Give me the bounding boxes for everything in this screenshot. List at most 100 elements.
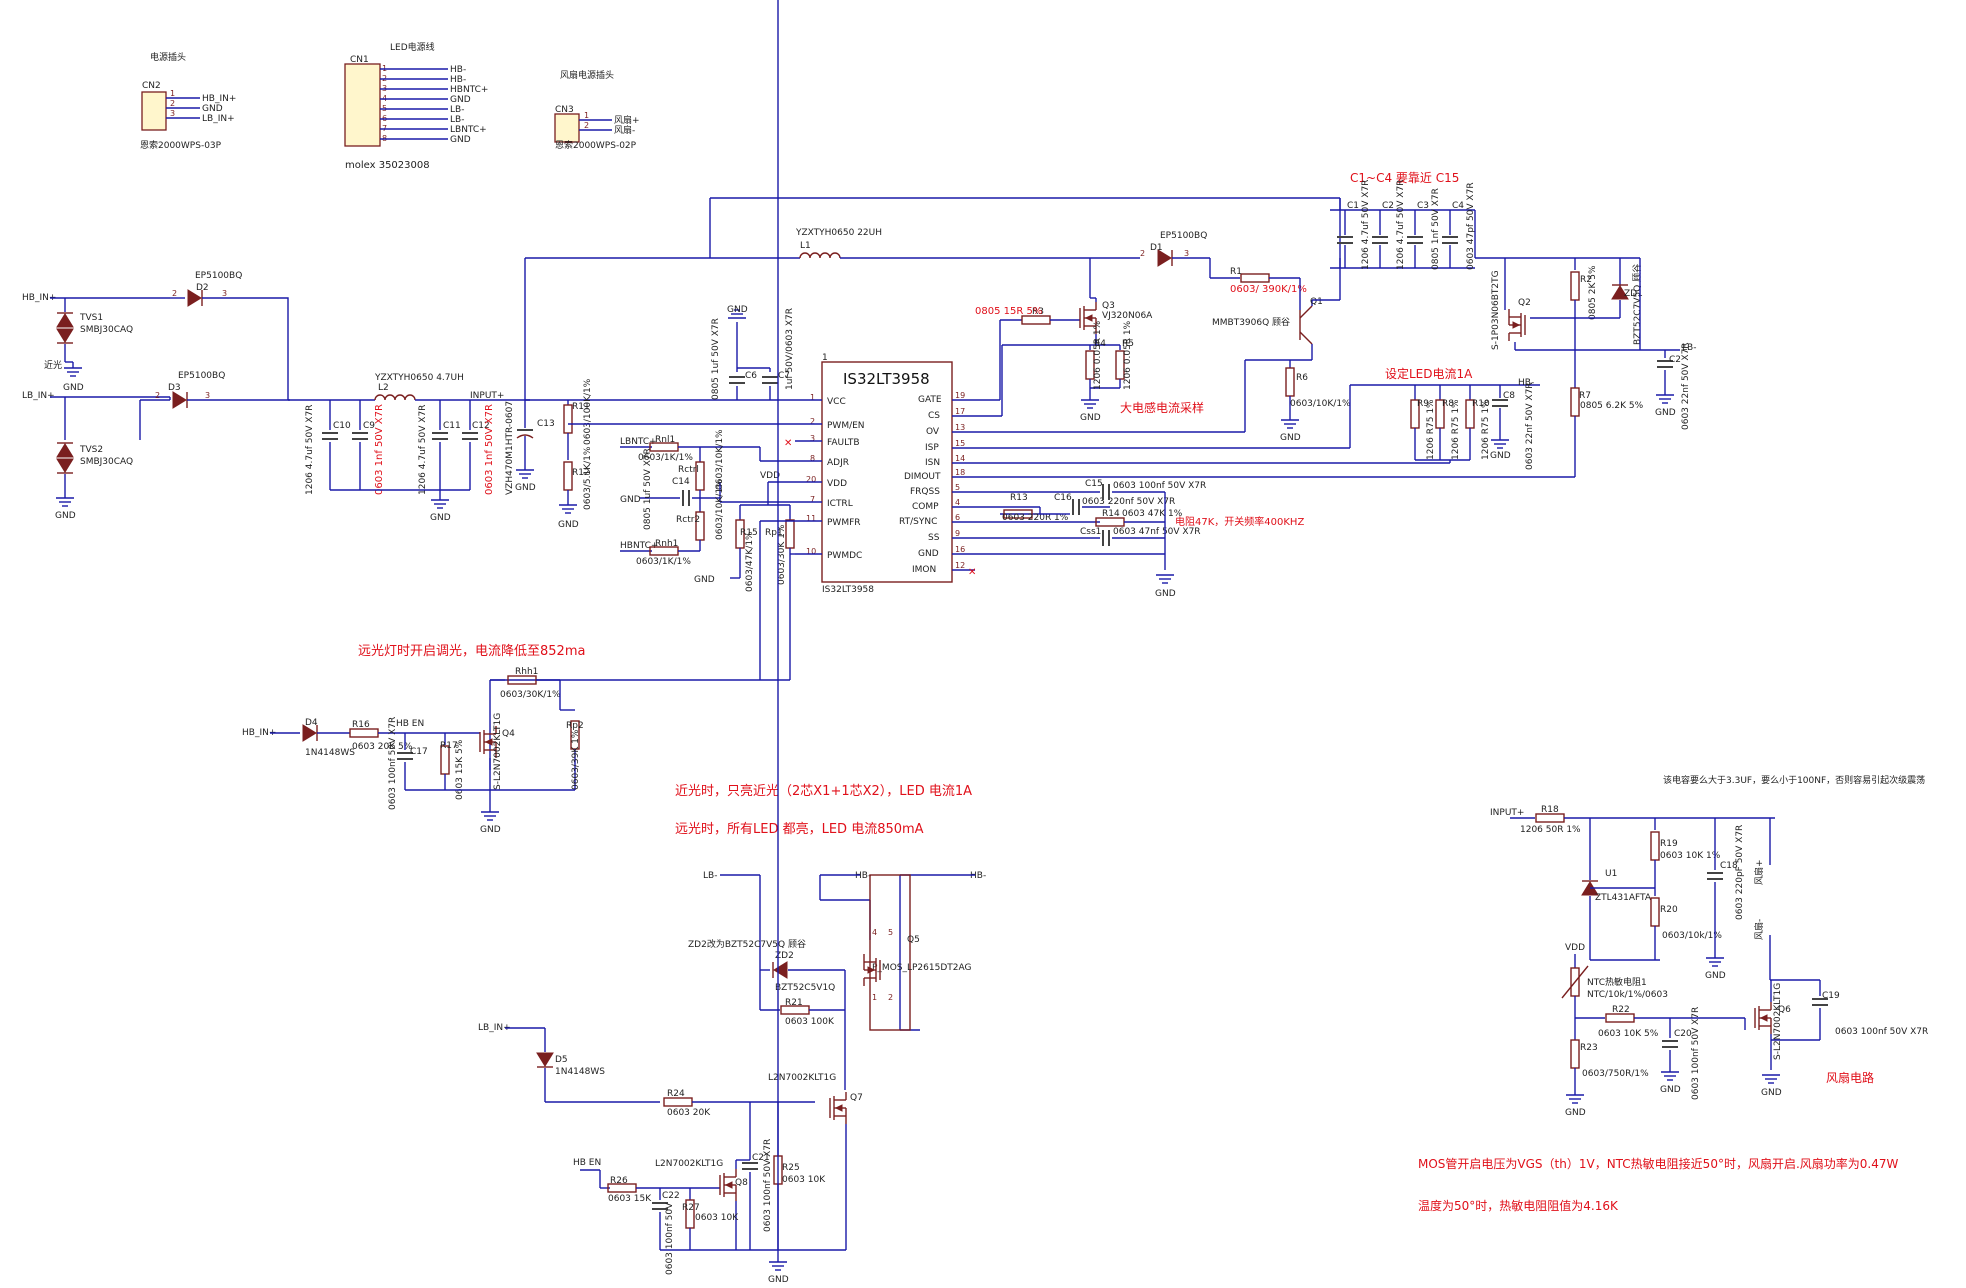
d3-value: EP5100BQ (178, 371, 225, 381)
rp1-ref: Rp1 (765, 528, 783, 538)
c2-ref: C2 (1669, 355, 1681, 365)
ic-pinnum-5: 5 (955, 483, 960, 492)
rnl1-ref: Rnl1 (655, 435, 675, 445)
ic-pinnum-16: 16 (955, 545, 965, 554)
svg-text:2: 2 (155, 391, 160, 400)
svg-text:3: 3 (205, 391, 210, 400)
d5-ref: D5 (555, 1055, 568, 1065)
r8-value: 1206 R75 1% (1451, 399, 1461, 460)
cn1-pin5: LB- (450, 105, 464, 115)
jinguang-label: 近光 (44, 359, 62, 371)
c18-value: 0603 220pF 50V X7R (1735, 825, 1745, 920)
ic-pin-pwmen: PWM/EN (827, 421, 865, 431)
r7-ref: R7 (1579, 391, 1591, 401)
hb-in-label: HB_IN+ (22, 293, 56, 303)
ic-pin-gnd: GND (918, 549, 939, 559)
c3-value: 0805 1nf 50V X7R (1431, 188, 1441, 270)
cn1-pin7: LBNTC+ (450, 125, 487, 135)
ic-title: IS32LT3958 (843, 370, 930, 388)
ic-pin-adjr: ADJR (827, 458, 849, 468)
css1-value: 0603 47nf 50V X7R (1113, 527, 1201, 537)
r12-ref: R12 (572, 468, 590, 478)
ic-pin-vdd: VDD (827, 479, 847, 489)
css1-ref: Css1 (1080, 527, 1101, 537)
l2-value: YZXTYH0650 4.7UH (374, 373, 464, 383)
c15-ref: C15 (1085, 479, 1103, 489)
svg-text:2: 2 (170, 99, 175, 108)
rctr2-ref: Rctr2 (676, 515, 700, 525)
r6-value: 0603/10K/1% (1290, 399, 1351, 409)
r25-ref: R25 (782, 1163, 800, 1173)
ic-pinnum-2: 2 (810, 417, 815, 426)
c13-value: VZH470M1HTR-0607 (505, 401, 515, 495)
c8-value: 0603 22nf 50V X7R (1525, 382, 1535, 470)
r2-ref: R2 (1580, 275, 1592, 285)
ic-pinnum-7: 7 (810, 495, 815, 504)
ic-pin-isn: ISN (925, 458, 940, 468)
q8-ref: Q8 (735, 1178, 748, 1188)
input-protection: HB_IN+ TVS1 SMBJ30CAQ 近光 GND D2 EP5100BQ… (22, 271, 290, 521)
c3-ref: C3 (1417, 201, 1429, 211)
l1-ref: L1 (800, 241, 811, 251)
cn2-pin2: GND (202, 104, 223, 114)
r12-value: 0603/5.1K/1% (583, 446, 593, 510)
r17-ref: R17 (440, 741, 458, 751)
gnd-label-r12: GND (558, 520, 579, 530)
tvs1-value: SMBJ30CAQ (80, 325, 133, 335)
ic-pin-frqss: FRQSS (910, 487, 940, 497)
r22-ref: R22 (1612, 1005, 1630, 1015)
input-label: INPUT+ (470, 391, 504, 401)
d1-ref: D1 (1150, 243, 1163, 253)
svg-text:2: 2 (584, 121, 589, 130)
r3-ref: R3 (1032, 307, 1044, 317)
fan-circuit-note: 风扇电路 (1826, 1070, 1874, 1085)
c2-value: 0603 22nf 50V X7R (1681, 342, 1691, 430)
u1-value: ZTL431AFTA (1595, 893, 1652, 903)
gnd-label-c8: GND (1490, 451, 1511, 461)
mos-note: MOS管开启电压为VGS（th）1V，NTC热敏电阻接近50°时，风扇开启.风扇… (1418, 1156, 1898, 1171)
cn1-pin4: GND (450, 95, 471, 105)
r27-ref: R27 (682, 1203, 700, 1213)
lb-in-label: LB_IN+ (22, 391, 55, 401)
c21-ref: C21 (752, 1153, 770, 1163)
rnh1-ref: Rnh1 (655, 539, 678, 549)
r27-value: 0603 10K (695, 1213, 739, 1223)
u1-ref: U1 (1605, 869, 1617, 879)
r8-ref: R8 (1442, 399, 1454, 409)
q1-ref: Q1 (1310, 297, 1323, 307)
ic-pinnum-11: 11 (806, 514, 816, 523)
input-label-fan: INPUT+ (1490, 808, 1524, 818)
lbntc-label: LBNTC+ (620, 437, 657, 447)
pwm-en-divider: GND R11 R12 0603/100K/1% 0603/5.1K/1% (558, 378, 795, 530)
ic-pin-imon: IMON (912, 565, 936, 575)
c1-value: 1206 4.7uf 50V X7R (1361, 180, 1371, 270)
ic-pin-pwmdc: PWMDC (827, 551, 862, 561)
ic-pin-comp: COMP (912, 502, 939, 512)
ic-pinnum-6: 6 (955, 513, 960, 522)
r18-value: 1206 50R 1% (1520, 825, 1581, 835)
ic-pin-cs: CS (928, 411, 940, 421)
r26-value: 0603 15K (608, 1194, 652, 1204)
r21-value: 0603 100K (785, 1017, 835, 1027)
c19-ref: C19 (1822, 991, 1840, 1001)
cn1-ref: CN1 (350, 55, 369, 65)
zd1-value: BZT52C7V5Q 顾谷 (1632, 264, 1643, 345)
zd2-note: ZD2改为BZT52C7V5Q 顾谷 (688, 938, 806, 950)
cn1-pin3: HBNTC+ (450, 85, 488, 95)
vdd-label-ic: VDD (760, 471, 780, 481)
hb-en-label-2: HB EN (573, 1158, 601, 1168)
svg-text:2: 2 (1140, 249, 1145, 258)
hb-en-label-1: HB EN (396, 719, 424, 729)
near-only-note: 近光时，只亮近光（2芯X1+1芯X2），LED 电流1A (675, 783, 972, 799)
temp-note: 温度为50°时，热敏电阻阻值为4.16K (1418, 1198, 1619, 1213)
hb-minus-label-1: HB- (1518, 378, 1534, 388)
rhh1-value: 0603/30K/1% (500, 690, 561, 700)
fan-neg-label: 风扇- (1753, 919, 1765, 940)
gnd-label-q6: GND (1761, 1088, 1782, 1098)
c22-value: 0603 100nf 50V (665, 1202, 675, 1275)
gnd-label-3: GND (430, 513, 451, 523)
l2-ref: L2 (378, 383, 389, 393)
